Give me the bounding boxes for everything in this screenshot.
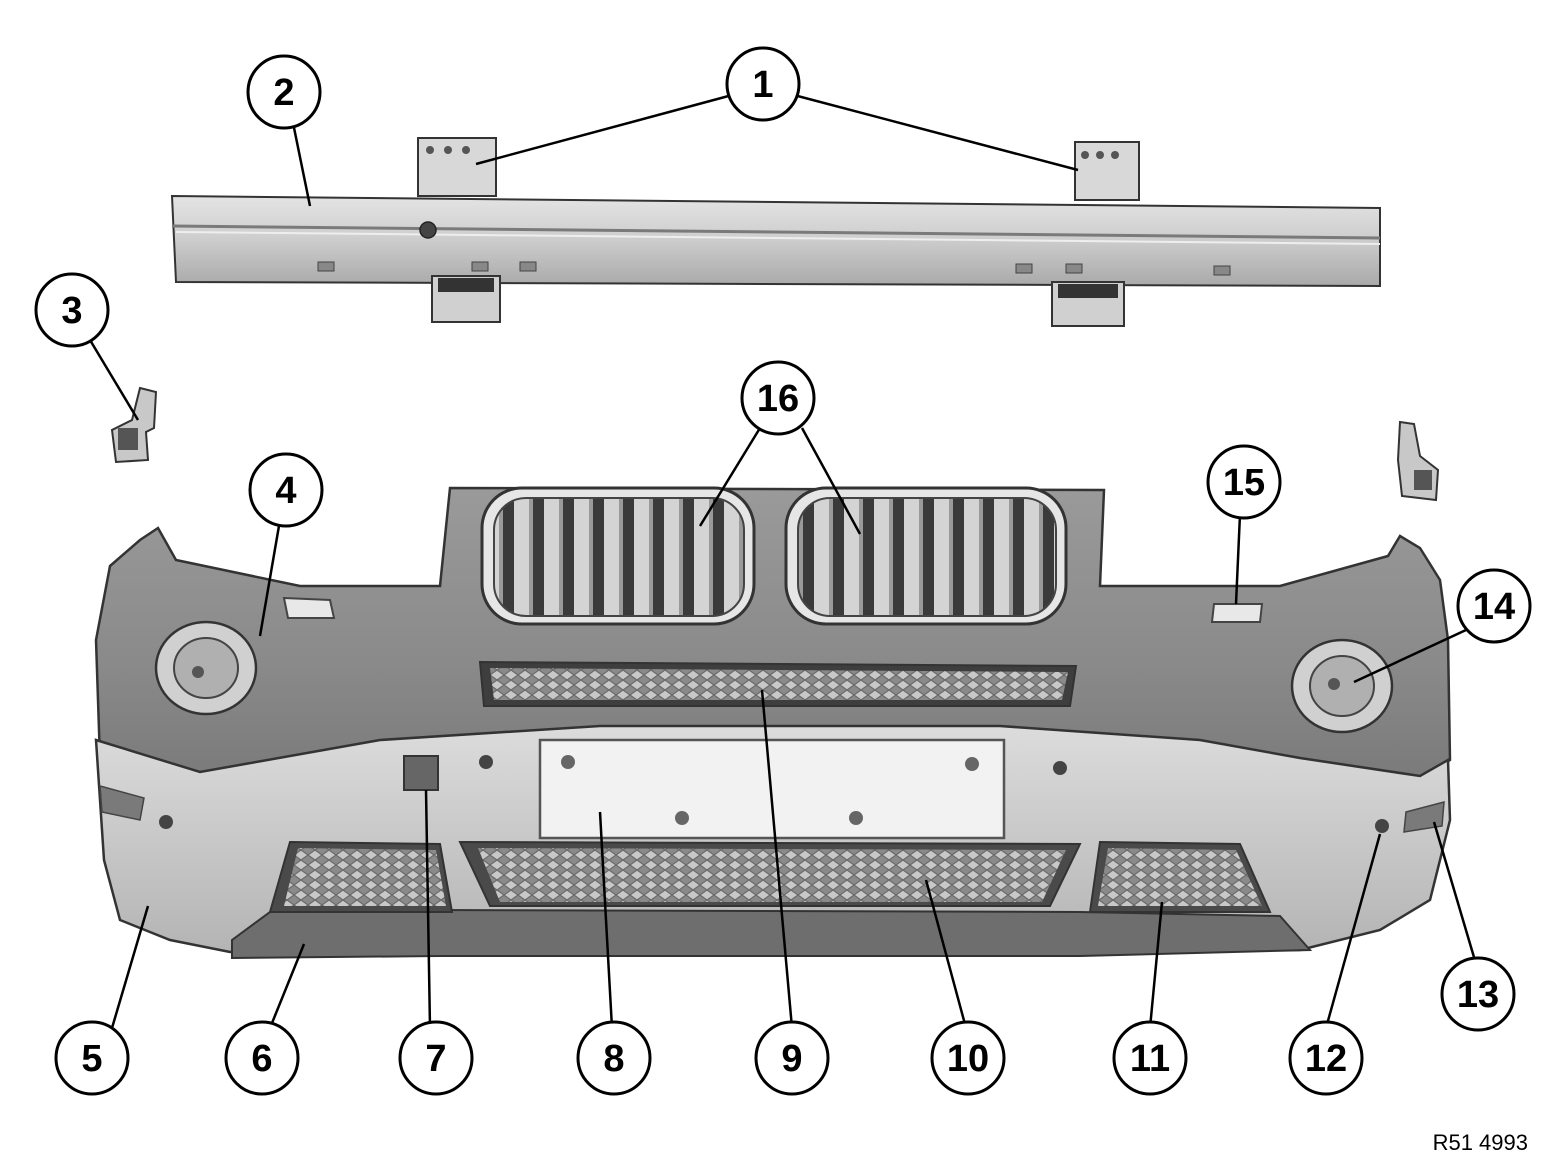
leader-lines [88, 92, 1478, 1029]
pdc-sensor [1375, 819, 1389, 833]
callout-8: 8 [576, 1020, 652, 1096]
callout-label: 3 [61, 290, 82, 332]
beam-body [170, 194, 1381, 288]
callout-label: 12 [1305, 1038, 1347, 1080]
callout-label: 5 [81, 1038, 102, 1080]
callout-label: 2 [273, 72, 294, 114]
washer-cover-right [1210, 603, 1264, 623]
callout-label: 9 [781, 1038, 802, 1080]
front-bumper-panel [94, 486, 1452, 960]
grille-lower-left [284, 848, 446, 906]
figure-reference-code: R51 4993 [1432, 1130, 1528, 1155]
callout-label: 8 [603, 1038, 624, 1080]
grille-lower-right [1098, 848, 1262, 906]
callout-14: 14 [1456, 568, 1532, 644]
grille-center-mesh [490, 668, 1068, 700]
callout-2: 2 [246, 54, 322, 130]
callout-label: 6 [251, 1038, 272, 1080]
callout-4: 4 [248, 452, 324, 528]
grille-lower-center [478, 848, 1066, 902]
side-bracket-left [110, 386, 158, 464]
callout-label: 11 [1130, 1038, 1170, 1080]
callout-7: 7 [398, 1020, 474, 1096]
callout-9: 9 [754, 1020, 830, 1096]
tow-hook-cover [403, 755, 439, 791]
callout-label: 10 [947, 1038, 989, 1080]
bracket-upper-right [1074, 141, 1140, 201]
callout-3: 3 [34, 272, 110, 348]
callout-label: 14 [1473, 586, 1515, 628]
bumper-carrier-beam [170, 137, 1381, 327]
fog-light-right [1290, 638, 1394, 734]
callout-5: 5 [54, 1020, 130, 1096]
callout-15: 15 [1206, 444, 1282, 520]
fog-light-left [154, 620, 258, 716]
callout-13: 13 [1440, 956, 1516, 1032]
callout-10: 10 [930, 1020, 1006, 1096]
callout-1: 1 [725, 46, 801, 122]
callout-label: 4 [275, 470, 296, 512]
callout-16: 16 [740, 360, 816, 436]
callout-6: 6 [224, 1020, 300, 1096]
callout-label: 1 [752, 64, 773, 106]
callout-label: 16 [757, 378, 799, 420]
callout-12: 12 [1288, 1020, 1364, 1096]
callout-11: 11 [1112, 1020, 1188, 1096]
side-bracket-right [1396, 420, 1440, 502]
callout-label: 15 [1223, 462, 1265, 504]
washer-cover-left [282, 596, 336, 619]
callout-label: 7 [425, 1038, 446, 1080]
callout-label: 13 [1457, 974, 1499, 1016]
